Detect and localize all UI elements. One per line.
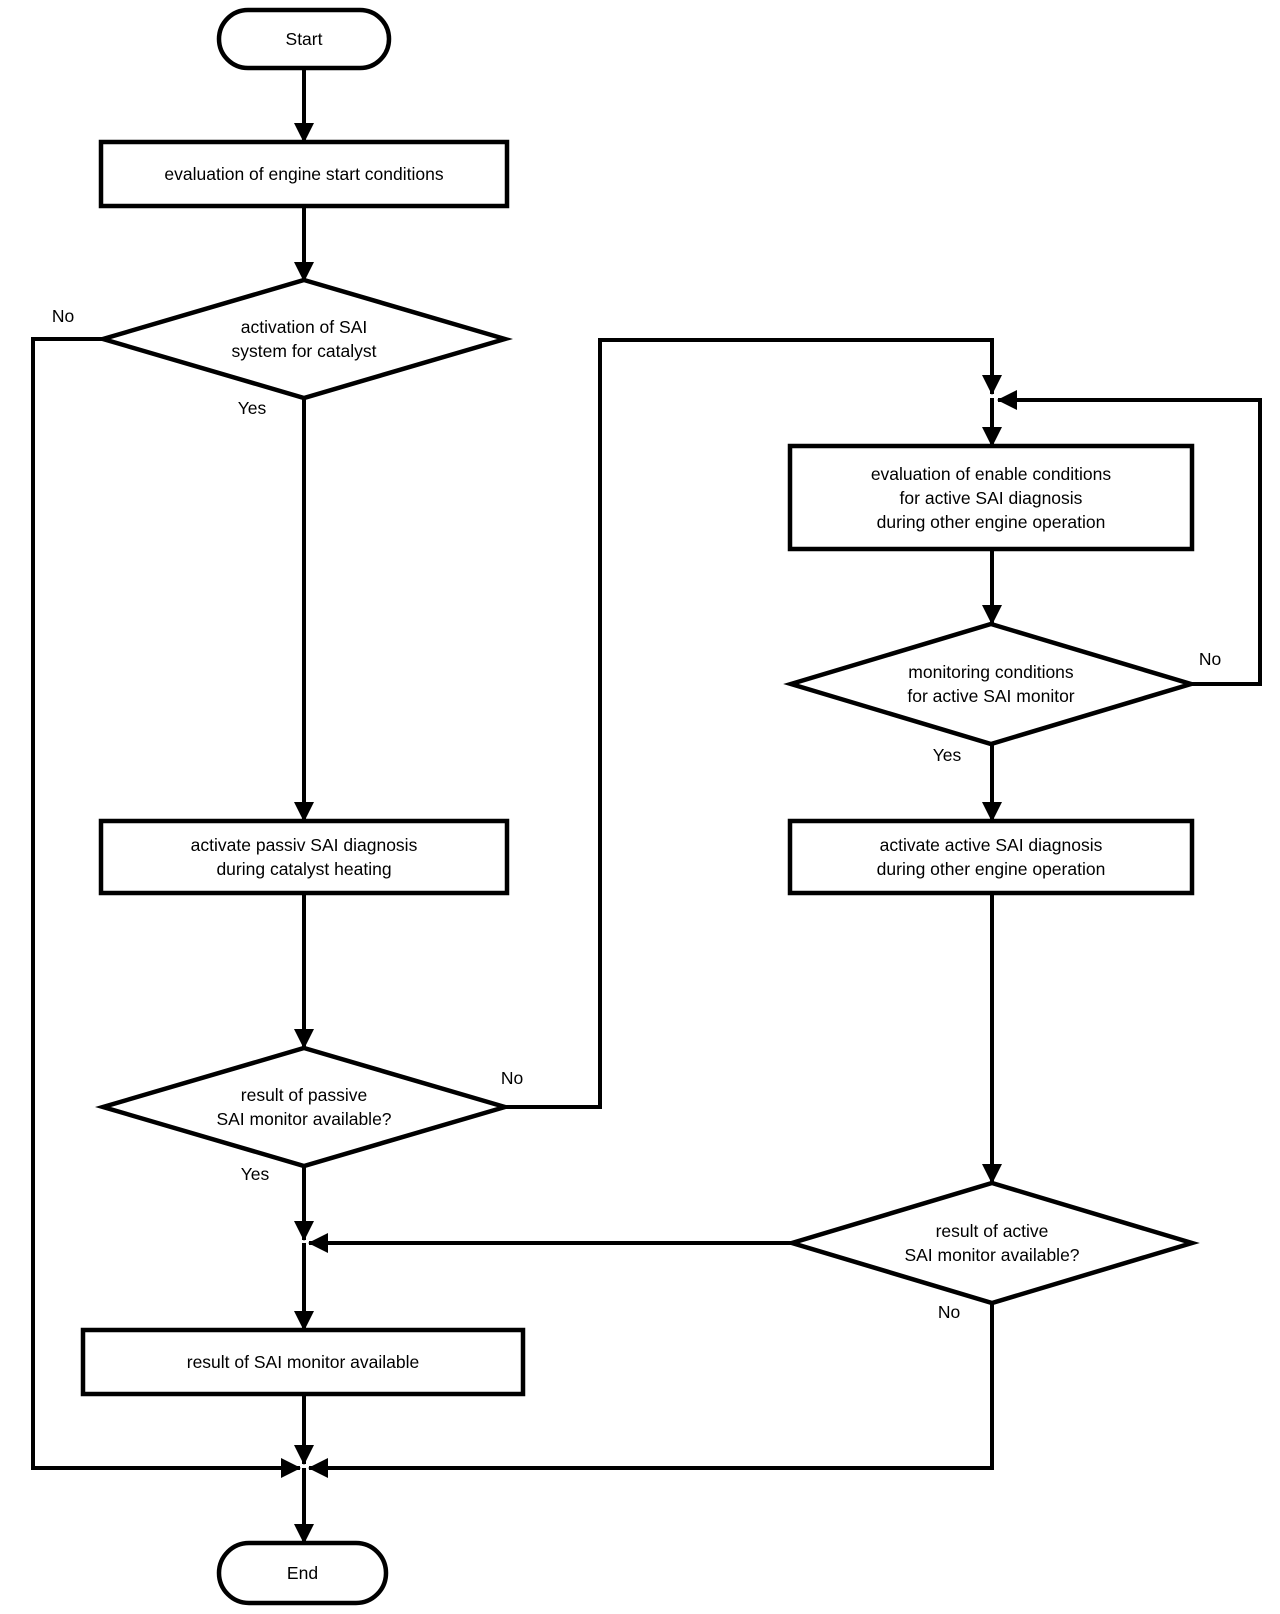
edge-passive-result-no (505, 338, 1002, 1109)
shape-passive-result-decision (95, 1045, 513, 1169)
shape-result-available (80, 1327, 526, 1397)
shape-monitoring-decision (783, 621, 1199, 747)
shape-activate-passive (98, 818, 510, 896)
shape-activate-active (787, 818, 1195, 896)
shape-sai-activation-decision (95, 277, 513, 401)
shape-eval-engine-start (98, 139, 510, 209)
shape-active-result-decision (784, 1180, 1200, 1306)
edge-monitoring-no-loop (997, 390, 1262, 686)
shape-eval-enable (787, 443, 1195, 552)
shape-end-terminator (216, 1540, 389, 1606)
shape-start-terminator (216, 7, 392, 71)
edge-activation-no (31, 337, 301, 1478)
edge-active-result-no (308, 1303, 994, 1478)
